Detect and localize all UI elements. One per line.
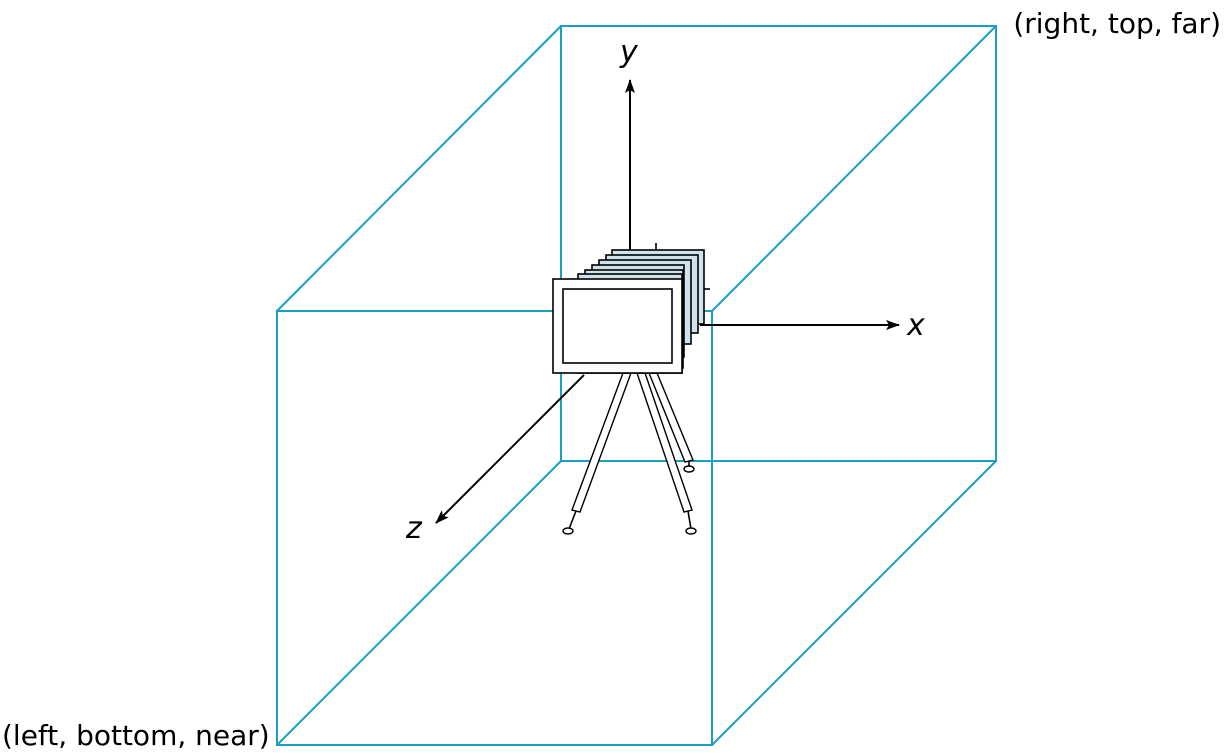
edge-top-left	[276, 25, 562, 312]
edge-bottom-left	[276, 460, 562, 746]
camera-body	[552, 243, 710, 374]
view-volume-box	[276, 25, 997, 746]
camera-lens-window	[562, 288, 673, 364]
near-face	[276, 310, 713, 746]
camera-on-tripod-icon	[552, 243, 710, 535]
near-corner-label: (left, bottom, near)	[2, 719, 270, 752]
edge-bottom-right	[711, 460, 997, 746]
tripod-legs	[562, 372, 697, 535]
z-axis-label: z	[405, 511, 423, 546]
edge-top-right	[711, 25, 997, 312]
far-face	[560, 25, 997, 462]
coordinate-axes	[435, 79, 900, 524]
far-corner-label: (right, top, far)	[1013, 7, 1221, 40]
y-axis-label: y	[619, 35, 639, 70]
z-axis	[435, 374, 585, 524]
x-axis-label: x	[906, 308, 925, 343]
